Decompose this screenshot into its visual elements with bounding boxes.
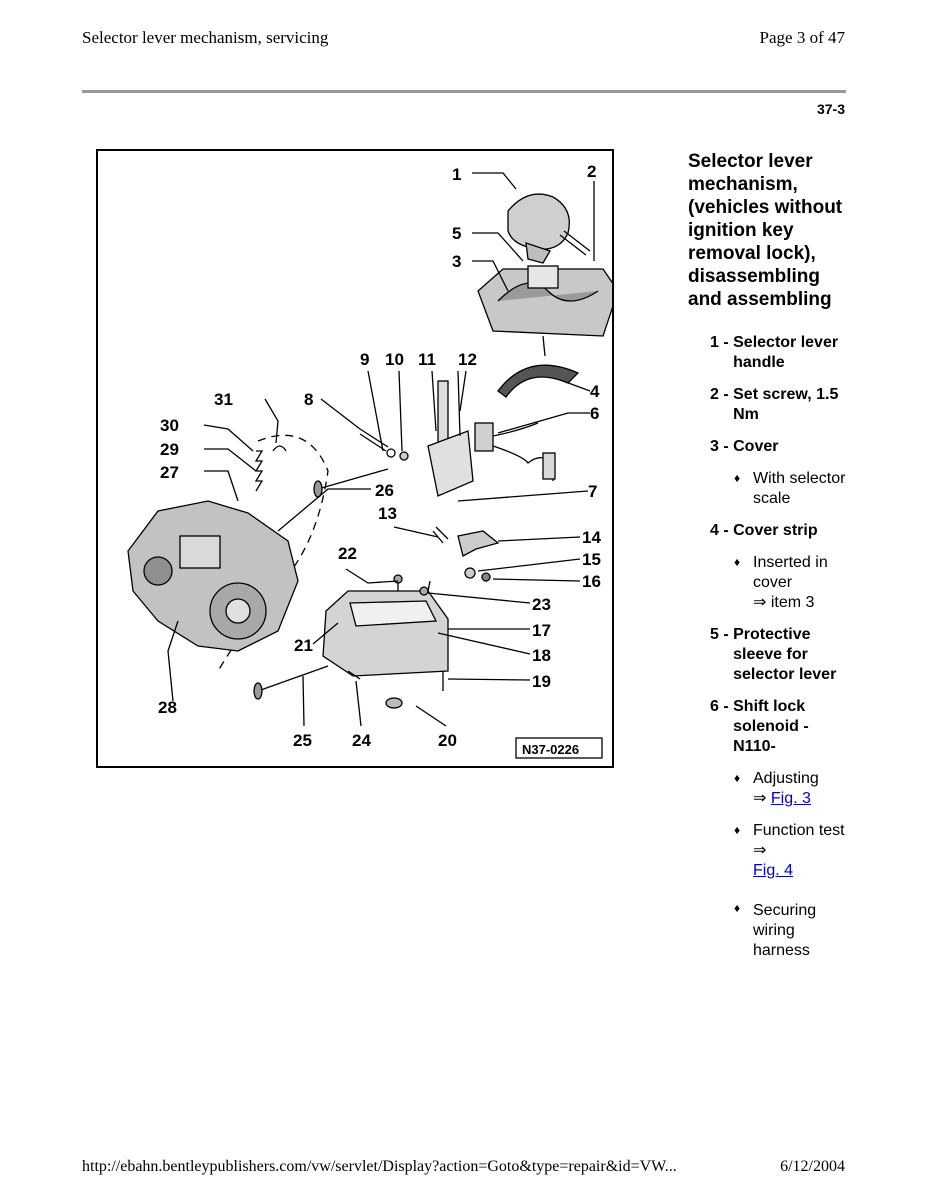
callout-24: 24 [352,731,371,750]
diamond-bullet-icon: ♦ [734,771,741,785]
callout-31: 31 [214,390,233,409]
section-title: Selector lever mechanism, (vehicles with… [688,151,843,310]
callout-6: 6 [590,404,599,423]
callout-10: 10 [385,350,404,369]
fig-3-link[interactable]: Fig. 3 [770,790,811,807]
callout-14: 14 [582,528,601,547]
callout-26: 26 [375,481,394,500]
callout-7: 7 [588,482,597,501]
diamond-bullet-icon: ♦ [734,555,741,569]
diamond-bullet-icon: ♦ [734,901,741,915]
figure-code: N37-0226 [522,742,579,757]
note-inserted: ♦ Inserted in cover⇒ item 3 [734,554,828,611]
exploded-diagram: 1 2 3 4 5 6 7 8 9 10 11 12 13 14 15 16 1… [96,149,614,768]
callout-11: 11 [418,350,436,369]
callout-30: 30 [160,416,179,435]
callout-16: 16 [582,572,601,591]
callout-17: 17 [532,621,551,640]
page-code: 37-3 [816,101,845,117]
legend-item-1: 1 - Selector lever handle [710,334,839,371]
callout-9: 9 [360,350,369,369]
callout-3: 3 [452,252,461,271]
callout-29: 29 [160,440,179,459]
figure-code-box [515,737,603,759]
parts-legend: Selector lever mechanism, (vehicles with… [688,150,848,973]
note-securing: ♦ Securing wiring harness [734,901,817,959]
callout-4: 4 [590,382,600,401]
callout-8: 8 [304,390,313,409]
callout-18: 18 [532,646,551,665]
note-with-scale: ♦ With selector scale [734,470,846,507]
legend-item-5: 5 - Protective sleeve for selector lever [710,626,837,683]
footer-date: 6/12/2004 [780,1158,845,1175]
callout-27: 27 [160,463,179,482]
callout-13: 13 [378,504,397,523]
legend-item-3: 3 - Cover [710,438,779,455]
callout-22: 22 [338,544,357,563]
header-rule [82,90,846,93]
header-title: Selector lever mechanism, servicing [82,28,329,47]
diamond-bullet-icon: ♦ [734,471,741,485]
legend-item-4: 4 - Cover strip [710,522,818,539]
footer-url: http://ebahn.bentleypublishers.com/vw/se… [82,1158,677,1175]
callout-25: 25 [293,731,312,750]
callout-15: 15 [582,550,601,569]
callout-1: 1 [452,165,461,184]
note-function-test: ♦ Function test ⇒Fig. 4 [734,822,845,879]
header-page-number: Page 3 of 47 [759,28,845,47]
note-adjusting: ♦ Adjusting⇒ Fig. 3 [734,770,819,807]
callout-21: 21 [294,636,313,655]
callout-23: 23 [532,595,551,614]
legend-item-2: 2 - Set screw, 1.5 Nm [710,386,839,423]
callout-12: 12 [458,350,477,369]
diagram-drawing: 1 2 3 4 5 6 7 8 9 10 11 12 13 14 15 16 1… [127,162,612,759]
fig-4-link[interactable]: Fig. 4 [753,862,794,879]
callout-19: 19 [532,672,551,691]
diamond-bullet-icon: ♦ [734,823,741,837]
callout-2: 2 [587,162,596,181]
legend-item-6: 6 - Shift lock solenoid - N110- [710,698,809,755]
callout-5: 5 [452,224,461,243]
callout-20: 20 [438,731,457,750]
callout-28: 28 [158,698,177,717]
